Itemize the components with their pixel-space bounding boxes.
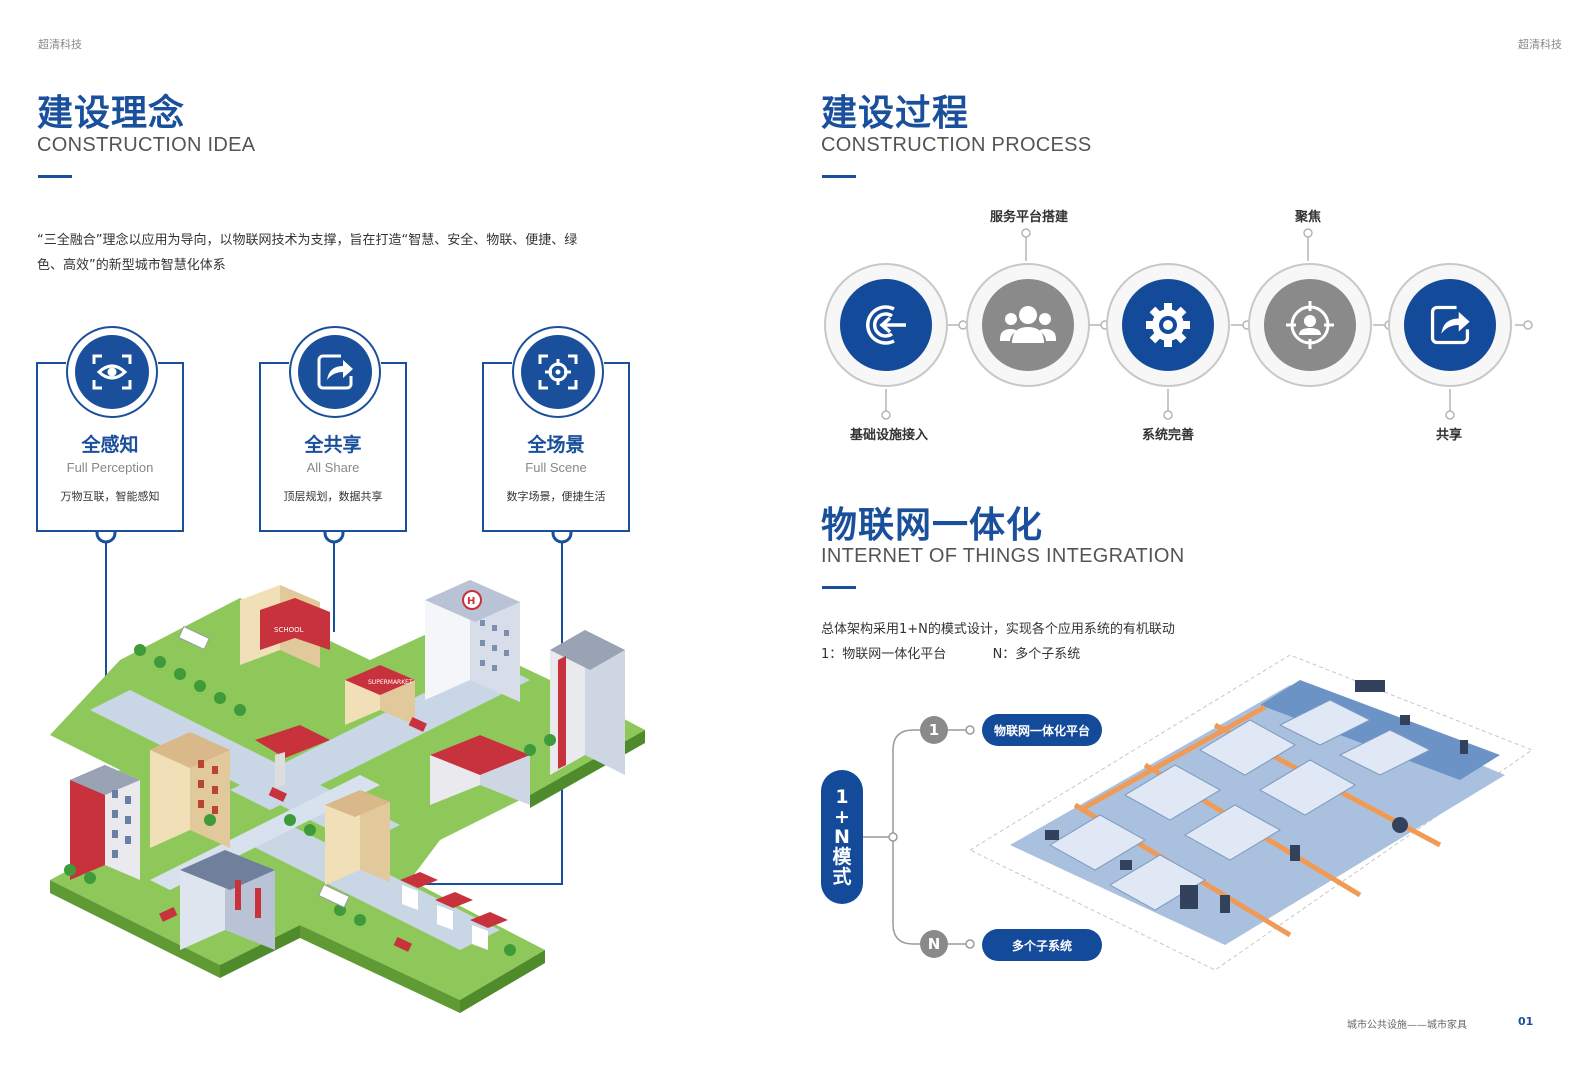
building-office <box>180 850 275 950</box>
pill-subsystems: 多个子系统 <box>982 929 1102 961</box>
footer-caption: 城市公共设施——城市家具 <box>1347 1020 1467 1031</box>
share-icon <box>1430 305 1470 345</box>
idea-paragraph-line2: 色、高效”的新型城市智慧化体系 <box>37 258 226 273</box>
card-subtitle: Full Perception <box>66 460 154 475</box>
brand-mark-right: 超清科技 <box>1518 38 1562 51</box>
vehicles <box>159 625 427 952</box>
page-number: 01 <box>1518 1015 1534 1028</box>
process-title: 建设过程 <box>821 93 970 134</box>
idea-subtitle: CONSTRUCTION IDEA <box>37 134 256 156</box>
supermarket-banner: SUPERMARKET <box>368 679 413 686</box>
process-subtitle: CONSTRUCTION PROCESS <box>821 134 1092 156</box>
iot-desc-n: N：多个子系统 <box>992 647 1081 662</box>
building-red-tall <box>70 765 140 880</box>
process-underline <box>822 175 856 178</box>
card-title: 全感知 <box>81 434 139 456</box>
step-label-platform: 服务平台搭建 <box>990 210 1069 225</box>
target-scan-icon <box>538 354 578 390</box>
idea-paragraph-line1: “三全融合”理念以应用为导向，以物联网技术为支撑，旨在打造“智慧、安全、物联、便… <box>37 233 578 248</box>
step-label-focus: 聚焦 <box>1295 210 1322 225</box>
building-apartment <box>150 732 230 848</box>
smart-city-illustration: SCHOOL SUPERMARKET H <box>50 580 645 1013</box>
iot-floorplan-illustration <box>968 654 1534 971</box>
number-n-badge: N <box>920 930 948 958</box>
gas-station <box>255 725 330 788</box>
step-infrastructure-access <box>824 263 948 387</box>
step-focus <box>1248 263 1372 387</box>
idea-title: 建设理念 <box>37 93 186 134</box>
one-plus-n-mode-badge: 1+N模式 <box>821 770 863 904</box>
building-tower-right <box>550 630 625 775</box>
gear-icon <box>1146 303 1190 347</box>
number-one-badge: 1 <box>920 716 948 744</box>
step-label-share: 共享 <box>1436 428 1463 443</box>
road-cross <box>230 660 530 810</box>
iot-subtitle: INTERNET OF THINGS INTEGRATION <box>821 545 1185 567</box>
card-description: 数字场景，便捷生活 <box>506 490 606 503</box>
focus-icon <box>1286 301 1334 349</box>
iot-description-line1: 总体架构采用1+N的模式设计，实现各个应用系统的有机联动 <box>821 622 1175 637</box>
step-platform-build <box>966 263 1090 387</box>
card-icon-ring <box>66 326 158 418</box>
step-label-infrastructure: 基础设施接入 <box>850 428 929 443</box>
building-school: SCHOOL <box>240 585 330 668</box>
brand-mark-left: 超清科技 <box>38 38 82 51</box>
step-system-improve <box>1106 263 1230 387</box>
card-icon-ring <box>289 326 381 418</box>
iot-description: 总体架构采用1+N的模式设计，实现各个应用系统的有机联动 1：物联网一体化平台 … <box>821 617 1241 667</box>
access-icon <box>866 305 906 345</box>
iot-underline <box>822 586 856 589</box>
users-icon <box>1000 306 1056 343</box>
step-label-system: 系统完善 <box>1142 428 1195 443</box>
subsystem-rooms <box>1049 699 1432 911</box>
card-title: 全场景 <box>527 434 585 456</box>
school-banner: SCHOOL <box>274 626 304 634</box>
building-red-roof <box>430 735 530 805</box>
building-supermarket: SUPERMARKET <box>345 665 415 725</box>
iot-desc-one: 1：物联网一体化平台 <box>821 647 947 662</box>
card-title: 全共享 <box>304 434 362 456</box>
building-hospital: H <box>425 580 520 702</box>
step-share <box>1388 263 1512 387</box>
idea-paragraph: “三全融合”理念以应用为导向，以物联网技术为支撑，旨在打造“智慧、安全、物联、便… <box>37 228 637 278</box>
pill-iot-platform: 物联网一体化平台 <box>982 714 1102 746</box>
card-full-scene: 全场景 Full Scene 数字场景，便捷生活 <box>482 326 630 532</box>
device-icons <box>1045 680 1468 913</box>
card-description: 顶层规划，数据共享 <box>283 490 383 503</box>
card-description: 万物互联，智能感知 <box>60 490 160 503</box>
card-all-share: 全共享 All Share 顶层规划，数据共享 <box>259 326 407 532</box>
road-lower <box>240 820 500 950</box>
helipad-mark: H <box>467 596 475 607</box>
iot-title: 物联网一体化 <box>821 505 1044 546</box>
iot-description-line2: 1：物联网一体化平台 N：多个子系统 <box>821 642 1241 667</box>
building-mid <box>325 790 390 885</box>
card-icon-ring <box>512 326 604 418</box>
eye-scan-icon <box>92 354 132 390</box>
houses <box>400 872 508 950</box>
share-icon <box>317 354 353 390</box>
idea-underline <box>38 175 72 178</box>
mode-label: 1+N模式 <box>832 786 852 888</box>
card-subtitle: All Share <box>306 460 360 475</box>
card-subtitle: Full Scene <box>525 460 587 475</box>
trees <box>64 644 556 956</box>
card-full-perception: 全感知 Full Perception 万物互联，智能感知 <box>36 326 184 532</box>
